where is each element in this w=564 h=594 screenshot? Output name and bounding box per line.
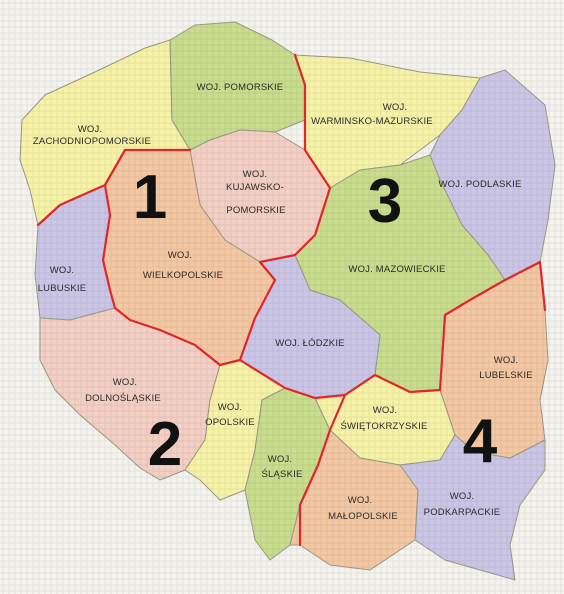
label-slaskie-2: ŚLĄSKIE <box>261 468 302 480</box>
zone-number-2: 2 <box>148 410 182 479</box>
label-podlaskie: WOJ. PODLASKIE <box>438 179 521 190</box>
label-dolnoslaskie: WOJ. <box>113 377 138 388</box>
label-opolskie: WOJ. <box>218 402 243 413</box>
zone-border-east <box>298 260 547 547</box>
label-swietokrzyskie: WOJ. <box>373 405 398 416</box>
zone-number-1: 1 <box>133 163 167 232</box>
label-zachodniopomorskie: WOJ. <box>78 124 103 135</box>
label-zachodniopomorskie-2: ZACHODNIOPOMORSKIE <box>33 136 151 147</box>
label-malopolskie-2: MAŁOPOLSKIE <box>328 511 398 522</box>
label-slaskie: WOJ. <box>268 454 293 465</box>
label-podkarpackie-2: PODKARPACKIE <box>424 507 501 518</box>
zone-number-3: 3 <box>368 167 402 236</box>
label-wielkopolskie-2: WIELKOPOLSKIE <box>143 270 223 281</box>
zone-border-north <box>238 53 332 362</box>
label-swietokrzyskie-2: ŚWIĘTOKRZYSKIE <box>340 420 427 432</box>
label-warminsko-mazurskie-2: WARMINSKO-MAZURSKIE <box>311 116 433 127</box>
label-malopolskie: WOJ. <box>348 495 373 506</box>
label-lubuskie: WOJ. <box>50 265 75 276</box>
label-warminsko-mazurskie: WOJ. <box>383 102 408 113</box>
label-dolnoslaskie-2: DOLNOŚLĄSKIE <box>85 392 161 404</box>
label-pomorskie: WOJ. POMORSKIE <box>197 82 284 93</box>
zone-number-4: 4 <box>463 407 498 476</box>
label-lubelskie: WOJ. <box>494 355 519 366</box>
label-kujawsko-pomorskie: WOJ. <box>243 169 268 180</box>
label-lubuskie-2: LUBUSKIE <box>38 283 87 294</box>
label-mazowieckie: WOJ. MAZOWIECKIE <box>348 264 445 275</box>
label-opolskie-2: OPOLSKIE <box>205 417 255 428</box>
zone-numbers: 1 2 3 4 <box>133 163 498 479</box>
region-labels: WOJ. ZACHODNIOPOMORSKIE WOJ. POMORSKIE W… <box>33 82 533 522</box>
label-podkarpackie: WOJ. <box>450 491 475 502</box>
label-wielkopolskie: WOJ. <box>168 250 193 261</box>
label-lodzkie: WOJ. ŁÓDZKIE <box>275 338 344 349</box>
label-kujawsko-pomorskie-2: KUJAWSKO- <box>226 182 284 193</box>
zone-border-west <box>101 148 347 400</box>
label-lubelskie-2: LUBELSKIE <box>479 370 533 381</box>
label-kujawsko-pomorskie-3: POMORSKIE <box>226 205 285 216</box>
